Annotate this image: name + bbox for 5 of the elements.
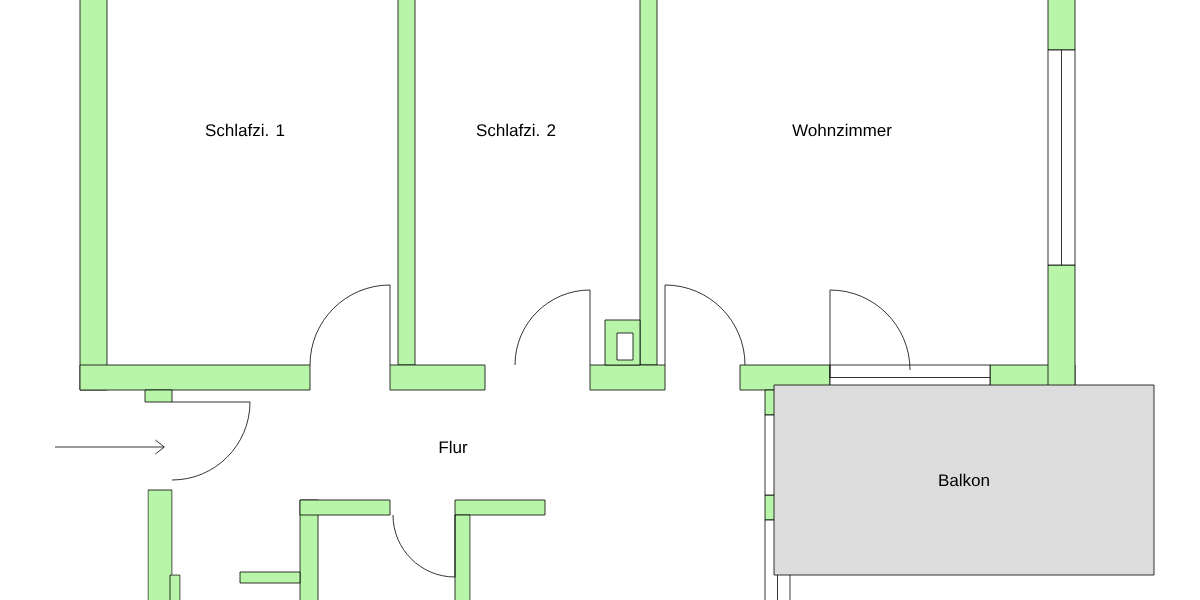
room-label: Flur bbox=[439, 440, 468, 454]
room-label: Schlafzi. 2 bbox=[476, 123, 556, 137]
room-label: Wohnzimmer bbox=[792, 123, 892, 137]
balcony-area: Balkon bbox=[773, 384, 1155, 576]
room-label: Schlafzi. 1 bbox=[205, 123, 285, 137]
